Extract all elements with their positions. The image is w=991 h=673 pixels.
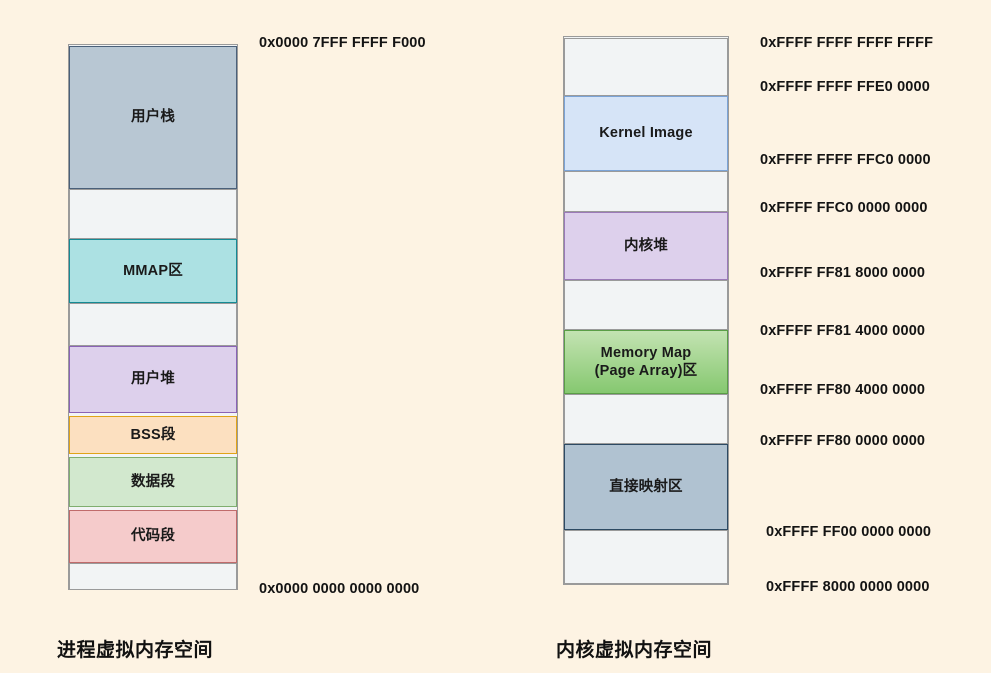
- process-bss-segment: BSS段: [69, 416, 237, 454]
- process-data-segment-label: 数据段: [130, 473, 176, 490]
- process-gap-mmap-heap: [69, 303, 237, 346]
- kernel-kernel-image: Kernel Image: [564, 96, 728, 171]
- kernel-kernel-heap: 内核堆: [564, 212, 728, 280]
- kernel-direct-map: 直接映射区: [564, 444, 728, 530]
- process-bss-segment-label: BSS段: [130, 426, 176, 443]
- kernel-space-caption: 内核虚拟内存空间: [556, 640, 713, 661]
- process-user-heap: 用户堆: [69, 346, 237, 413]
- kernel-memory-map: Memory Map (Page Array)区: [564, 330, 728, 394]
- address-label-addr-k-ffc0: 0xFFFF FFC0 0000 0000: [760, 200, 928, 216]
- process-gap-stack-mmap: [69, 189, 237, 239]
- address-label-addr-k-ff818000: 0xFFFF FF81 8000 0000: [760, 265, 926, 281]
- kernel-kernel-heap-label: 内核堆: [623, 237, 669, 254]
- process-code-segment-label: 代码段: [130, 528, 176, 545]
- process-user-heap-label: 用户堆: [130, 371, 176, 388]
- process-mmap-region-label: MMAP区: [123, 262, 183, 279]
- kernel-direct-map-label: 直接映射区: [609, 478, 683, 495]
- address-label-addr-k-ffe0: 0xFFFF FFFF FFE0 0000: [760, 79, 930, 95]
- process-reserved-low: [69, 563, 237, 590]
- process-memory-column: 用户栈 MMAP区用户堆 BSS段数据段代码段: [68, 44, 238, 590]
- address-label-addr-k-ff800000: 0xFFFF FF80 0000 0000: [760, 433, 926, 449]
- process-mmap-region: MMAP区: [69, 239, 237, 303]
- address-label-addr-k-ff804000: 0xFFFF FF80 4000 0000: [760, 382, 926, 398]
- kernel-gap-image-heap: [564, 171, 728, 212]
- kernel-gap-heap-memmap: [564, 280, 728, 330]
- address-label-addr-zero: 0x0000 0000 0000 0000: [259, 581, 420, 597]
- address-label-addr-k-ffc0-small: 0xFFFF FFFF FFC0 0000: [760, 152, 931, 168]
- kernel-gap-memmap-direct: [564, 394, 728, 444]
- address-label-addr-k-80000000: 0xFFFF 8000 0000 0000: [766, 579, 930, 595]
- process-data-segment: 数据段: [69, 457, 237, 507]
- address-label-addr-stack-top: 0x0000 7FFF FFFF F000: [259, 35, 426, 51]
- kernel-kernel-image-label: Kernel Image: [599, 125, 693, 142]
- process-user-stack: 用户栈: [69, 46, 237, 189]
- kernel-top-gap: [564, 38, 728, 96]
- kernel-memory-map-label: Memory Map (Page Array)区: [594, 344, 698, 379]
- kernel-bottom-gap: [564, 530, 728, 584]
- process-space-caption: 进程虚拟内存空间: [57, 640, 214, 661]
- process-user-stack-label: 用户栈: [130, 109, 176, 126]
- address-label-addr-k-top: 0xFFFF FFFF FFFF FFFF: [760, 35, 934, 51]
- process-code-segment: 代码段: [69, 510, 237, 563]
- address-label-addr-k-ff000000: 0xFFFF FF00 0000 0000: [766, 524, 932, 540]
- kernel-memory-column: Kernel Image 内核堆 Memory Map (Page Array)区直…: [563, 36, 729, 585]
- address-label-addr-k-ff814000: 0xFFFF FF81 4000 0000: [760, 323, 926, 339]
